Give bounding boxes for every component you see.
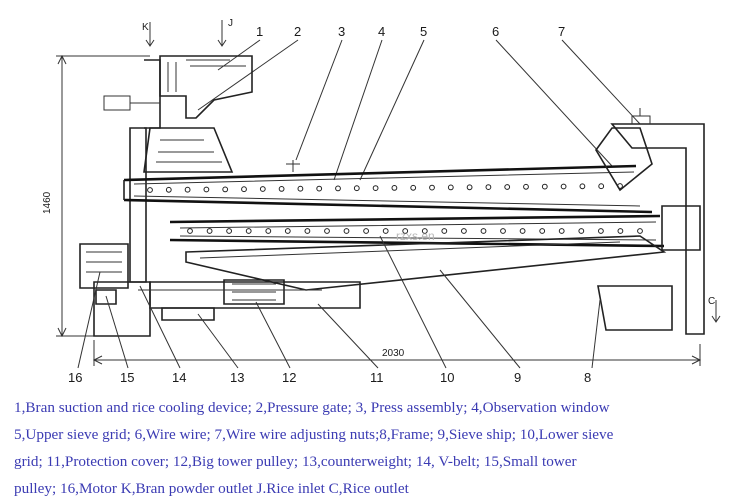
upper-sieve-rivet xyxy=(259,186,266,192)
lower-sieve-rivet xyxy=(382,228,389,234)
lower-sieve-rivet xyxy=(304,228,311,234)
upper-sieve-rivet xyxy=(184,186,191,193)
lower-sieve-rivet xyxy=(226,228,233,234)
caption-line-1: 1,Bran suction and rice cooling device; … xyxy=(14,399,610,416)
upper-sieve-rivet xyxy=(147,187,153,193)
lower-sieve-rivet xyxy=(461,228,467,234)
upper-sieve-rivet xyxy=(335,185,341,192)
lower-sieve-rivet xyxy=(402,228,409,234)
caption-line-2: 5,Upper sieve grid; 6,Wire wire; 7,Wire … xyxy=(14,426,614,443)
callout-5: 5 xyxy=(420,24,427,39)
upper-sieve-rivet xyxy=(165,186,172,193)
lower-sieve-rivet xyxy=(187,228,193,234)
lower-sieve-rivet xyxy=(324,228,330,234)
callout-1: 1 xyxy=(256,24,263,39)
lower-sieve-rivet xyxy=(637,228,643,234)
upper-sieve-rivet xyxy=(391,185,398,191)
caption-line-3: grid; 11,Protection cover; 12,Big tower … xyxy=(14,453,577,470)
upper-sieve-rivet xyxy=(241,186,247,193)
callout-11: 11 xyxy=(370,370,384,385)
upper-sieve-rivet xyxy=(485,184,492,191)
callout-9: 9 xyxy=(514,370,521,385)
upper-sieve-rivet xyxy=(410,184,417,191)
machine-diagram: 1 2 3 4 5 6 7 K J C 1460 2030 xyxy=(42,18,721,385)
callout-10: 10 xyxy=(440,370,454,385)
lower-sieve-rivet xyxy=(558,228,565,234)
callout-15: 15 xyxy=(120,370,134,385)
upper-sieve-rivets xyxy=(147,183,623,193)
lower-sieve-rivet xyxy=(500,228,506,234)
lower-sieve-rivets xyxy=(187,228,643,234)
lower-sieve-rivet xyxy=(265,228,272,234)
callout-3: 3 xyxy=(338,24,345,39)
lower-sieve-rivet xyxy=(519,228,526,234)
upper-sieve-rivet xyxy=(372,185,379,192)
lower-sieve-rivet xyxy=(421,228,428,234)
caption-line-4: pulley; 16,Motor K,Bran powder outlet J.… xyxy=(14,480,409,497)
callout-6: 6 xyxy=(492,24,499,39)
upper-sieve-rivet xyxy=(297,185,304,192)
label-c-rice-outlet: C xyxy=(708,296,715,307)
callout-2: 2 xyxy=(294,24,301,39)
upper-sieve-rivet xyxy=(278,186,285,192)
upper-sieve-rivet xyxy=(353,185,360,192)
callout-16: 16 xyxy=(68,370,82,385)
upper-sieve-rivet xyxy=(466,184,473,191)
upper-sieve-rivet xyxy=(222,186,229,193)
lower-sieve-rivet xyxy=(480,228,487,234)
lower-sieve-rivet xyxy=(539,228,546,234)
callout-13: 13 xyxy=(230,370,244,385)
dimension-length: 2030 xyxy=(382,348,405,359)
upper-sieve-rivet xyxy=(523,183,529,190)
upper-sieve-rivet xyxy=(203,186,210,193)
lower-sieve-rivet xyxy=(245,228,252,234)
label-k-bran-outlet: K xyxy=(142,22,149,33)
dimension-height: 1460 xyxy=(42,191,53,214)
callout-14: 14 xyxy=(172,370,186,385)
upper-sieve-rivet xyxy=(579,183,586,190)
upper-sieve-rivet xyxy=(316,185,323,192)
lower-sieve-rivet xyxy=(578,228,585,234)
upper-sieve-rivet xyxy=(429,184,435,191)
caption: 1,Bran suction and rice cooling device; … xyxy=(14,394,742,502)
upper-sieve-rivet xyxy=(598,183,605,190)
label-j-rice-inlet: J xyxy=(228,18,233,29)
callout-7: 7 xyxy=(558,24,565,39)
lower-sieve-rivet xyxy=(363,228,370,234)
lower-sieve-rivet xyxy=(617,228,624,234)
upper-sieve-rivet xyxy=(560,183,567,190)
upper-sieve-rivet xyxy=(504,184,511,190)
watermark: rzxs.en xyxy=(396,229,435,243)
callout-8: 8 xyxy=(584,370,591,385)
lower-sieve-rivet xyxy=(284,228,291,234)
lower-sieve-rivet xyxy=(441,228,448,234)
lower-sieve-rivet xyxy=(343,228,350,234)
upper-sieve-rivet xyxy=(541,183,548,190)
callout-4: 4 xyxy=(378,24,385,39)
lower-sieve-rivet xyxy=(206,228,213,234)
callout-12: 12 xyxy=(282,370,296,385)
lower-sieve-rivet xyxy=(598,228,604,234)
upper-sieve-rivet xyxy=(447,184,454,191)
